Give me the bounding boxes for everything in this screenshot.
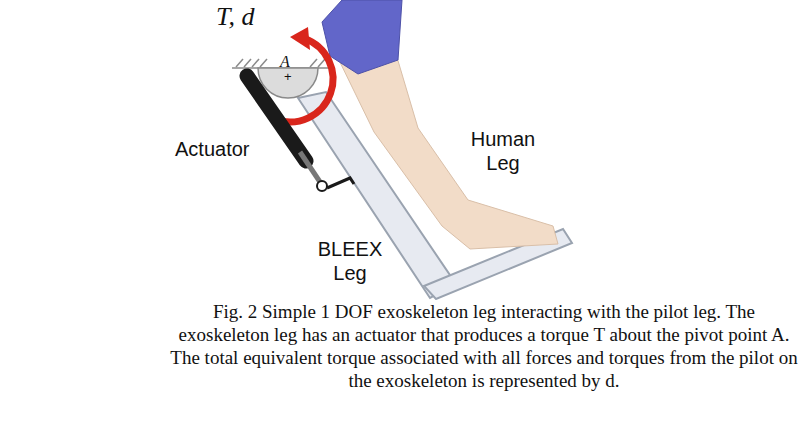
figure-caption: Fig. 2 Simple 1 DOF exoskeleton leg inte…	[170, 300, 798, 392]
actuator-rod	[300, 152, 320, 182]
human-thigh	[322, 0, 402, 74]
actuator-link	[327, 178, 354, 188]
actuator-cylinder	[247, 76, 306, 161]
pivot-label: A	[280, 54, 290, 70]
part-label: Human Leg	[458, 127, 548, 175]
actuator-joint	[317, 181, 327, 191]
exoskeleton-illustration	[0, 0, 800, 300]
part-label: BLEEX Leg	[308, 237, 392, 285]
part-label: Actuator	[175, 137, 249, 161]
torque-arrowhead	[290, 27, 310, 50]
torque-label: T, d	[216, 2, 255, 32]
human-lower-leg	[336, 54, 558, 249]
torque-arrow	[276, 39, 333, 122]
sign-label: +	[284, 70, 292, 83]
